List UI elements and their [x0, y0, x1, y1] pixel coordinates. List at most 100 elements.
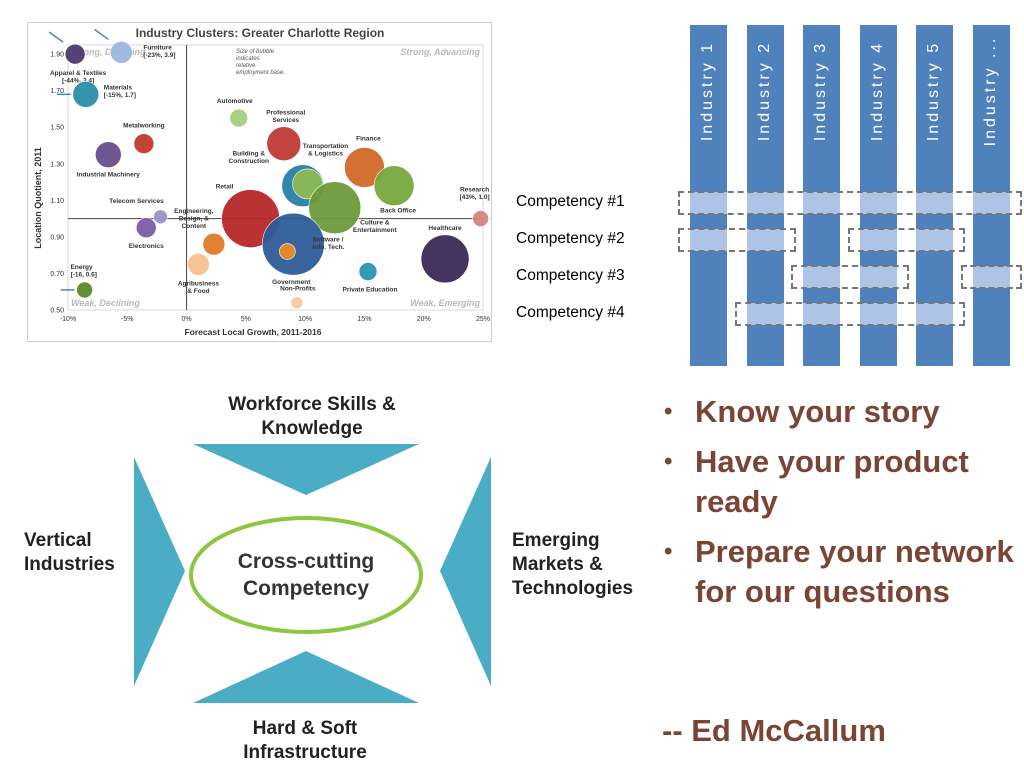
competency-cell [916, 303, 953, 325]
industry-label-box: Industry 4 [860, 25, 897, 155]
competency-cell [859, 303, 897, 325]
bullet-item: Know your story [662, 392, 1022, 432]
competency-label: Competency #1 [516, 193, 625, 210]
bubble-label: Private Education [343, 287, 398, 294]
x-tick-label: 0% [182, 316, 192, 323]
competency-group-box [678, 228, 796, 252]
bubble-agribusiness-food [187, 253, 210, 276]
bubble-non-profits [290, 296, 304, 309]
y-axis-label: Location Quotient, 2011 [33, 147, 43, 249]
bubble-automotive [229, 108, 249, 128]
bottom-arrow-shape [193, 651, 419, 703]
industry-label-box: Industry 3 [803, 25, 840, 155]
bubble-label: Transportation& Logistics [303, 143, 349, 158]
competency-cell [690, 192, 727, 214]
bubble-finance [344, 147, 385, 188]
competency-label: Competency #2 [516, 230, 625, 247]
bubble-label: Automotive [217, 98, 253, 105]
bubble-label: Metalworking [123, 123, 165, 130]
bubble-back-office [373, 165, 415, 207]
bubble-label: Furniture[-23%, 3.9] [143, 44, 175, 59]
bubble-label: Energy[-16, 0.6] [71, 264, 97, 279]
competency-label: Competency #3 [516, 267, 625, 284]
competency-group-box [847, 228, 965, 252]
bubble-healthcare [420, 234, 470, 284]
competency-group-box [734, 302, 965, 326]
bubble-label: Engineering,Design, &Content [174, 208, 214, 230]
bubble-chart-svg: Industry Clusters: Greater Charlotte Reg… [33, 26, 491, 337]
bubble-label: Retail [216, 184, 234, 191]
bubble-label: Finance [356, 135, 381, 142]
competency-cell [803, 266, 840, 288]
y-tick-label: 1.30 [50, 161, 64, 168]
bubble-professional-services [266, 126, 302, 161]
bubble-materials [72, 81, 100, 108]
industry-label: Industry ... [981, 35, 999, 147]
competency-label: Competency #4 [516, 304, 625, 321]
competency-cell [690, 229, 727, 251]
x-tick-label: 5% [241, 316, 251, 323]
bubble-label: Industrial Machinery [77, 172, 141, 179]
competency-group-box [678, 191, 1022, 215]
competency-cell [859, 229, 897, 251]
industry-label-box: Industry 2 [747, 25, 784, 155]
competency-group-box [960, 265, 1022, 289]
top-arrow-shape [193, 444, 419, 495]
bubble-label: Back Office [380, 208, 416, 215]
competency-cell [746, 192, 784, 214]
competency-cell [746, 303, 784, 325]
x-tick-label: 15% [357, 316, 371, 323]
competency-cell [972, 192, 1010, 214]
y-tick-label: 1.90 [50, 52, 64, 59]
x-tick-label: -5% [121, 316, 133, 323]
quadrant-label-top-left: Strong, Declining [71, 47, 146, 57]
bubble-label: Materials[-15%, 1.7] [104, 84, 136, 99]
quadrant-label-bottom-left: Weak, Declining [71, 298, 140, 308]
diagram-shapes [134, 444, 491, 703]
bubble-metalworking [133, 133, 155, 154]
chart-title: Industry Clusters: Greater Charlotte Reg… [136, 26, 385, 40]
bubble-software-info-tech [279, 243, 296, 260]
industry-label: Industry 5 [925, 40, 942, 142]
bubble-label: Non-Profits [280, 286, 316, 293]
bubble-apparel-textiles [64, 43, 86, 65]
competency-cell [972, 266, 1010, 288]
industry-label-box: Industry 1 [690, 25, 727, 155]
off-scale-arrow [48, 31, 64, 43]
industry-label-box: Industry ... [973, 25, 1010, 155]
bubble-label: Building &Construction [229, 151, 269, 166]
plot-area: -10%-5%0%5%10%15%20%25%1.901.701.501.301… [48, 28, 491, 323]
industry-label-box: Industry 5 [916, 25, 953, 155]
x-tick-label: 20% [417, 316, 431, 323]
bubble-private-education [358, 262, 378, 281]
bubble-label: Government [272, 279, 311, 286]
center-label: Cross-cutting Competency [237, 550, 375, 600]
competency-cell [859, 192, 897, 214]
competency-cell [746, 229, 784, 251]
industry-label: Industry 3 [812, 40, 829, 142]
y-tick-label: 0.90 [50, 234, 64, 241]
left-label: Vertical Industries [24, 530, 115, 575]
y-tick-label: 1.50 [50, 125, 64, 132]
bubble-electronics [135, 217, 157, 239]
competency-group-box [791, 265, 909, 289]
y-tick-label: 0.50 [50, 308, 64, 315]
plot-border [67, 44, 484, 311]
right-arrow-shape [440, 457, 491, 686]
bubble-engineering-design-content [202, 232, 226, 256]
competency-cell [916, 229, 953, 251]
x-tick-label: -10% [60, 316, 76, 323]
competency-cell [916, 192, 953, 214]
right-label: Emerging Markets & Technologies [512, 530, 634, 599]
industry-competency-matrix: Industry 1 Industry 2 Industry 3 Industry 4… [505, 22, 1024, 367]
bubble-government [261, 212, 325, 276]
quote-attribution: -- Ed McCallum [662, 713, 886, 748]
industry-label: Industry 2 [755, 40, 773, 142]
x-axis-label: Forecast Local Growth, 2011-2016 [184, 327, 321, 337]
bubble-label: Culture &Entertainment [353, 220, 398, 235]
x-tick-label: 25% [476, 316, 490, 323]
y-tick-label: 1.70 [50, 88, 64, 95]
competency-cell [803, 303, 840, 325]
bullet-item: Have your product ready [662, 442, 1022, 522]
